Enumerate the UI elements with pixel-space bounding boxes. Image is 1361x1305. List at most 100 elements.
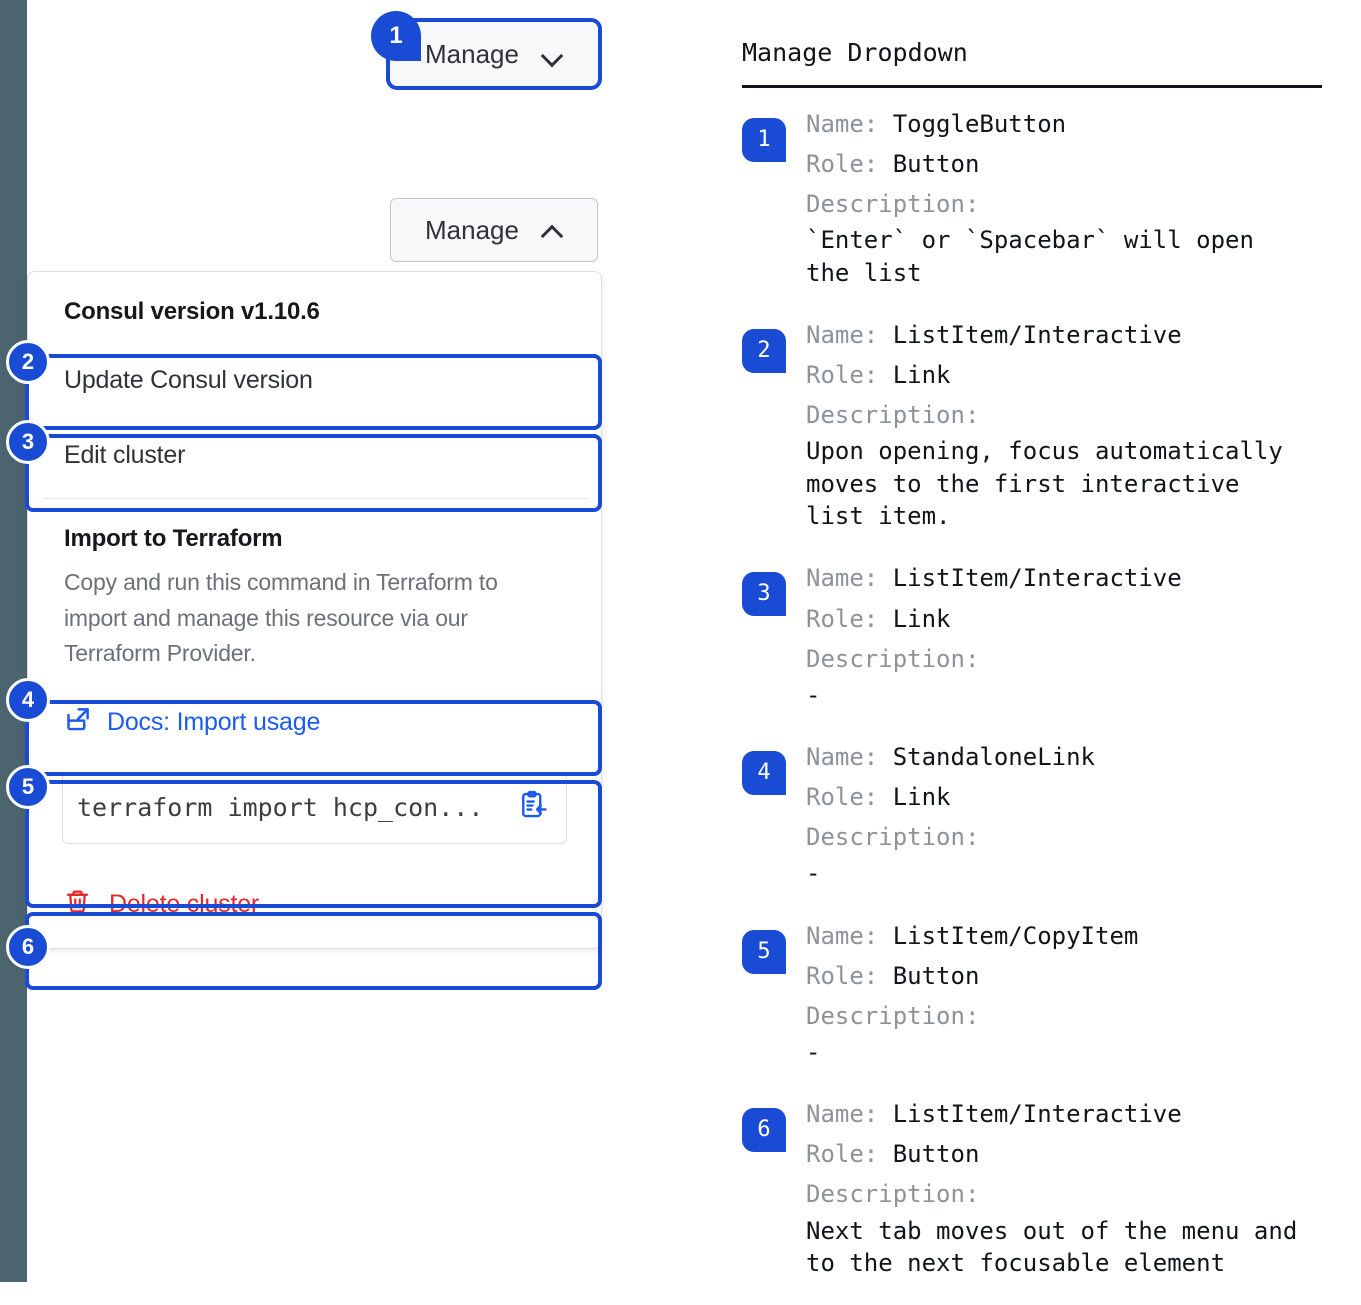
annotation-role: Role: Link: [806, 355, 1283, 395]
manage-toggle-button-open[interactable]: Manage: [390, 198, 598, 262]
annotation-description-label: Description:: [806, 996, 1138, 1036]
import-to-terraform-title: Import to Terraform: [64, 525, 283, 552]
annotation-role-value: Link: [892, 361, 951, 390]
import-to-terraform-description: Copy and run this command in Terraform t…: [64, 569, 498, 667]
annotation-marker-6: 6: [6, 925, 50, 969]
annotation-description-label: Description:: [806, 1174, 1297, 1214]
consul-version-header: Consul version v1.10.6: [64, 298, 320, 325]
annotation-marker-4: 4: [6, 678, 50, 722]
annotation-description-label-key: Description:: [806, 1001, 994, 1030]
annotation-marker-2: 2: [6, 340, 50, 384]
annotation-role-key: Role:: [806, 961, 893, 990]
annotation-role-value: Link: [892, 783, 951, 812]
annotation-description-label: Description:: [806, 639, 1182, 679]
terraform-command-box[interactable]: terraform import hcp_con...: [62, 771, 567, 844]
terraform-command-row: terraform import hcp_con...: [28, 758, 601, 868]
annotation-description-label: Description:: [806, 817, 1095, 857]
annotation-note-badge: 3: [742, 572, 786, 617]
annotation-panel-divider: [742, 85, 1322, 88]
annotation-note-badge: 5: [742, 929, 786, 974]
annotation-name-value: ListItem/CopyItem: [892, 921, 1139, 950]
trash-icon: [64, 888, 91, 922]
annotation-name-value: ListItem/Interactive: [892, 321, 1182, 350]
docs-import-usage-label: Docs: Import usage: [107, 708, 321, 737]
external-link-doc-icon: [64, 706, 91, 740]
manage-toggle-label: Manage: [425, 39, 519, 69]
annotation-role: Role: Button: [806, 1134, 1297, 1174]
annotation-name-key: Name:: [806, 921, 893, 950]
annotation-name-value: ListItem/Interactive: [892, 1100, 1182, 1129]
annotation-role: Role: Link: [806, 777, 1095, 817]
annotation-name: Name: ListItem/Interactive: [806, 558, 1182, 598]
menu-divider: [42, 498, 587, 499]
menu-item-edit-cluster[interactable]: Edit cluster: [64, 441, 186, 469]
annotation-role-value: Button: [892, 1140, 980, 1169]
menu-item-docs-import-usage[interactable]: Docs: Import usage: [28, 688, 601, 758]
chevron-down-icon: [541, 47, 563, 61]
annotation-description-value: `Enter` or `Spacebar` will open the list: [806, 226, 1254, 287]
manage-dropdown-demo: Manage 1 Manage Consul version v1.10.6 U…: [0, 0, 700, 1282]
manage-dropdown-panel: Consul version v1.10.6 Update Consul ver…: [27, 271, 602, 949]
annotation-description-label-key: Description:: [806, 190, 994, 219]
annotation-role-value: Link: [892, 604, 951, 633]
annotation-name-value: ToggleButton: [892, 110, 1067, 138]
annotation-note-badge: 2: [742, 329, 786, 374]
annotation-description-value: Upon opening, focus automatically moves …: [806, 437, 1283, 531]
annotation-description-label-key: Description:: [806, 1180, 994, 1209]
annotation-description-value: -: [806, 859, 821, 888]
annotation-description-value: Next tab moves out of the menu and to th…: [806, 1216, 1298, 1277]
manage-toggle-open-label: Manage: [425, 215, 519, 245]
annotation-name: Name: ListItem/Interactive: [806, 1094, 1297, 1134]
annotation-name-key: Name:: [806, 321, 893, 350]
annotation-role-value: Button: [892, 961, 980, 990]
annotation-note-badge: 4: [742, 751, 786, 796]
left-nav-rail: [0, 0, 27, 1282]
annotation-role-key: Role:: [806, 1140, 893, 1169]
annotation-role: Role: Button: [806, 956, 1138, 996]
annotation-panel-title: Manage Dropdown: [742, 38, 968, 67]
annotation-name-key: Name:: [806, 743, 893, 772]
clipboard-copy-icon[interactable]: [518, 790, 548, 825]
annotation-name: Name: ListItem/Interactive: [806, 315, 1283, 355]
annotation-description-label: Description:: [806, 184, 1254, 224]
annotation-name: Name: ToggleButton: [806, 104, 1254, 144]
annotation-role-key: Role:: [806, 361, 893, 390]
annotation-role-value: Button: [892, 150, 980, 179]
annotation-name-value: StandaloneLink: [892, 743, 1095, 772]
manage-toggle-button-closed[interactable]: Manage: [386, 18, 602, 90]
annotation-description-label: Description:: [806, 395, 1283, 435]
annotation-name-key: Name:: [806, 1100, 893, 1129]
annotation-role-key: Role:: [806, 150, 893, 179]
annotation-note-badge: 1: [742, 118, 786, 162]
annotation-role: Role: Link: [806, 599, 1182, 639]
annotation-marker-1: 1: [371, 11, 421, 61]
annotation-description-value: -: [806, 680, 821, 709]
annotation-name-key: Name:: [806, 110, 893, 138]
annotation-role-key: Role:: [806, 604, 893, 633]
annotation-description-label-key: Description:: [806, 823, 994, 852]
terraform-command-value: terraform import hcp_con...: [77, 793, 484, 823]
annotation-name: Name: StandaloneLink: [806, 737, 1095, 777]
annotation-note-badge: 6: [742, 1108, 786, 1153]
chevron-up-icon: [541, 223, 563, 237]
menu-item-delete-cluster[interactable]: Delete cluster: [28, 868, 601, 948]
annotation-name-value: ListItem/Interactive: [892, 564, 1182, 593]
annotation-description-label-key: Description:: [806, 401, 994, 430]
annotation-description-label-key: Description:: [806, 644, 994, 673]
annotation-marker-3: 3: [6, 420, 50, 464]
menu-item-update-consul-version[interactable]: Update Consul version: [64, 366, 313, 394]
